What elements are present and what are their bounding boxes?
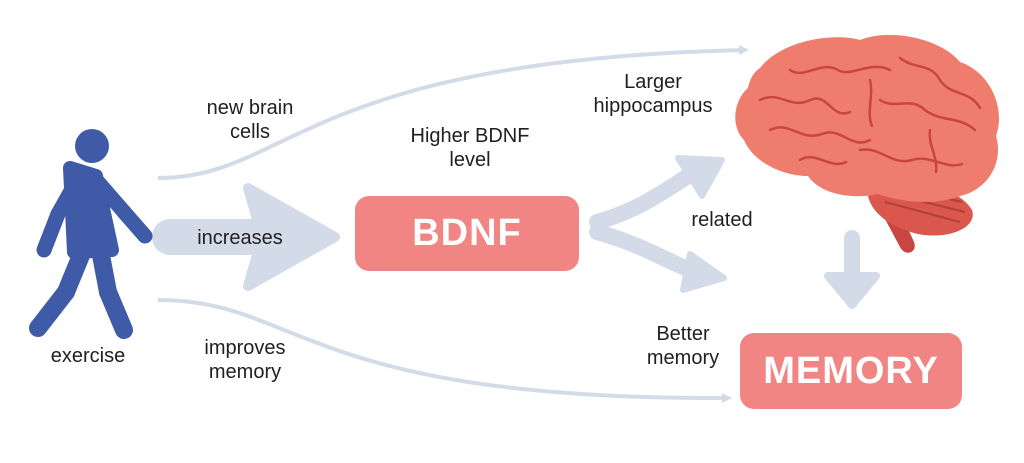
edge-brain-to-memory: [824, 230, 880, 309]
walking-person-icon: [29, 129, 153, 339]
higher-bdnf-label: Higher BDNF level: [410, 125, 530, 171]
larger-hippocampus-label: Larger hippocampus: [593, 71, 713, 117]
memory-label: MEMORY: [763, 349, 939, 392]
brain-icon: [735, 34, 999, 253]
better-memory-label: Better memory: [646, 323, 720, 369]
bdnf-label: BDNF: [412, 212, 522, 254]
improves-memory-label: improves memory: [204, 337, 286, 383]
related-label: related: [691, 209, 753, 231]
edge-related-fork: [589, 155, 727, 293]
edge-improves-memory: [157, 298, 732, 404]
exercise-label: exercise: [50, 345, 126, 367]
bdnf-box: [355, 196, 579, 271]
edge-new-brain-cells: [157, 45, 749, 180]
new-brain-cells-label: new brain cells: [206, 97, 294, 143]
memory-box: [740, 333, 962, 409]
increases-label: increases: [197, 227, 283, 249]
edge-increases: [152, 183, 340, 291]
